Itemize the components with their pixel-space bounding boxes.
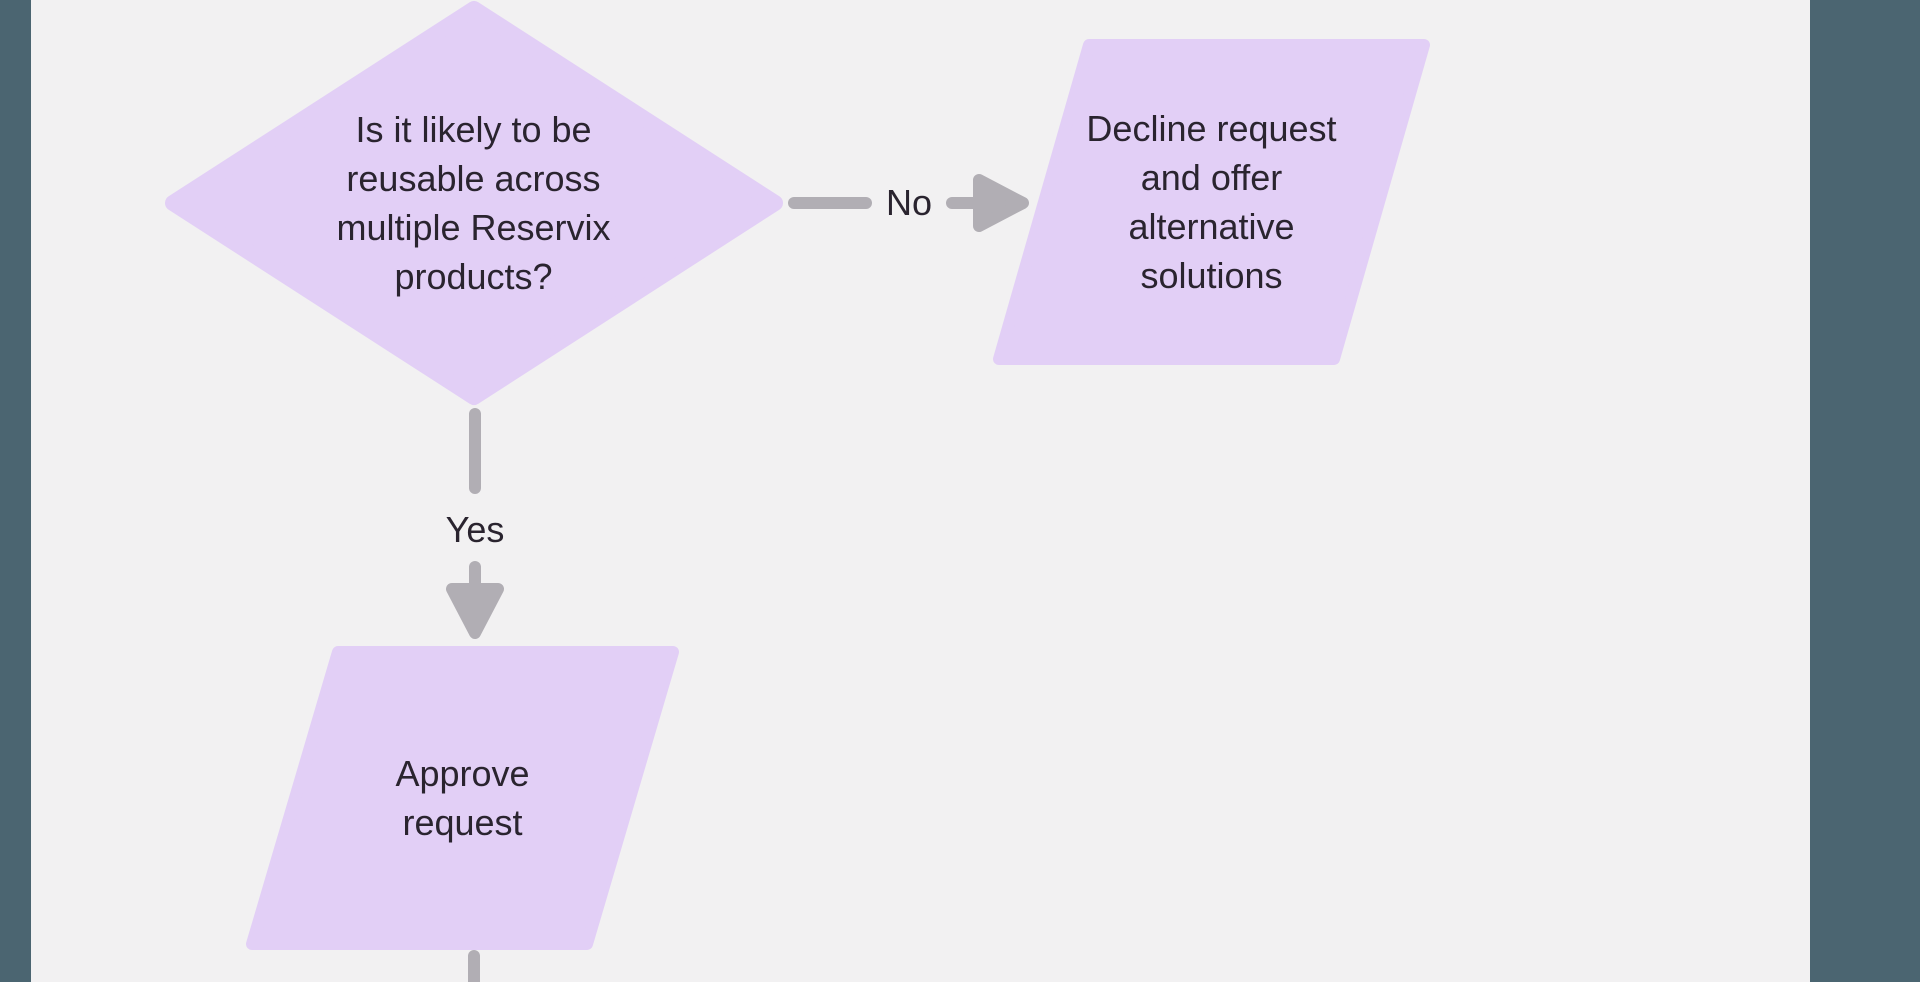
arrow-right-icon (973, 174, 1029, 232)
connector-no-segment-2 (946, 197, 980, 209)
parallelogram-shape (246, 646, 679, 950)
connector-no-segment-1 (788, 197, 872, 209)
diamond-shape (165, 1, 783, 405)
connector-yes-segment-2 (469, 561, 481, 589)
arrow-down-icon (446, 583, 504, 639)
connector-yes-segment-1 (469, 408, 481, 494)
connector-yes-label: Yes (445, 509, 505, 550)
parallelogram-shape (993, 39, 1430, 365)
left-edge-panel (0, 0, 31, 982)
right-edge-panel (1810, 0, 1920, 982)
connector-continuation (468, 950, 480, 982)
connector-no-label: No (885, 182, 933, 223)
